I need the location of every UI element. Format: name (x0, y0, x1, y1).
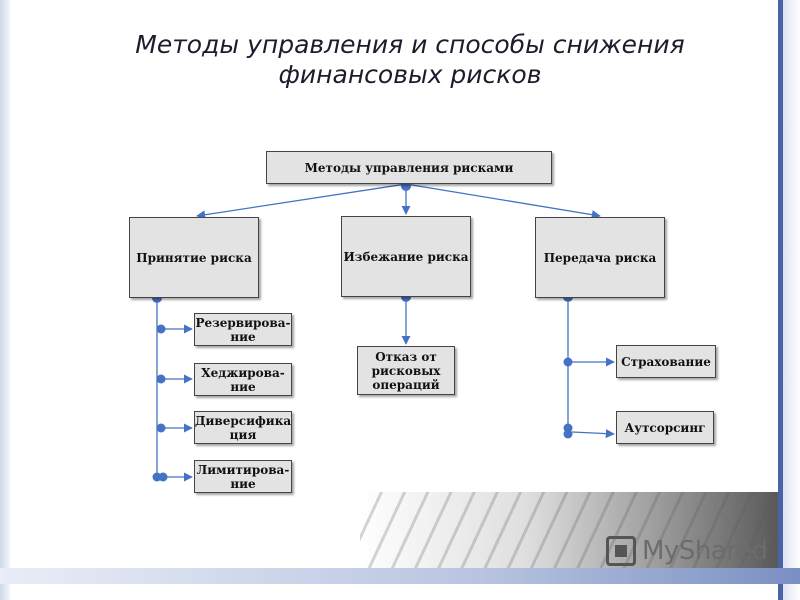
slide-title: Методы управления и способы снижения фин… (60, 30, 760, 90)
avoidance-node: Избежание риска (341, 216, 471, 297)
connector-dot (563, 357, 573, 367)
diversification-node: Диверсифика ция (194, 411, 292, 444)
left-decor-stripe (0, 0, 10, 600)
arrow-to-outsourcing (571, 429, 615, 439)
connector-dot (156, 374, 166, 384)
myshared-logo: MyShared (606, 534, 776, 568)
reservation-node: Резервирова-ние (194, 313, 292, 346)
right-decor-gradient (783, 0, 800, 600)
connector-dot (156, 324, 166, 334)
logo-text: MyShared (642, 536, 768, 566)
connector-dot (156, 423, 166, 433)
root-node: Методы управления рисками (266, 151, 552, 184)
logo-mark-icon (606, 536, 636, 566)
arrow-root-to-acceptance (196, 183, 407, 220)
connector-dot (158, 472, 168, 482)
bridge-background-image (360, 492, 778, 568)
acceptance-node: Принятие риска (129, 217, 259, 298)
arrow-root-to-transfer (405, 183, 601, 220)
hedging-node: Хеджирова-ние (194, 363, 292, 396)
right-accent-bar (778, 0, 783, 600)
insurance-node: Страхование (616, 345, 716, 378)
slide-title-line2: финансовых рисков (278, 60, 542, 89)
slide-title-line1: Методы управления и способы снижения (135, 30, 685, 59)
refusal-node: Отказ от рисковых операций (357, 346, 455, 395)
outsourcing-node: Аутсорсинг (616, 411, 714, 444)
connector-dot (563, 429, 573, 439)
limitation-node: Лимитирова-ние (194, 460, 292, 493)
bottom-decor-band (0, 568, 800, 584)
transfer-node: Передача риска (535, 217, 665, 298)
